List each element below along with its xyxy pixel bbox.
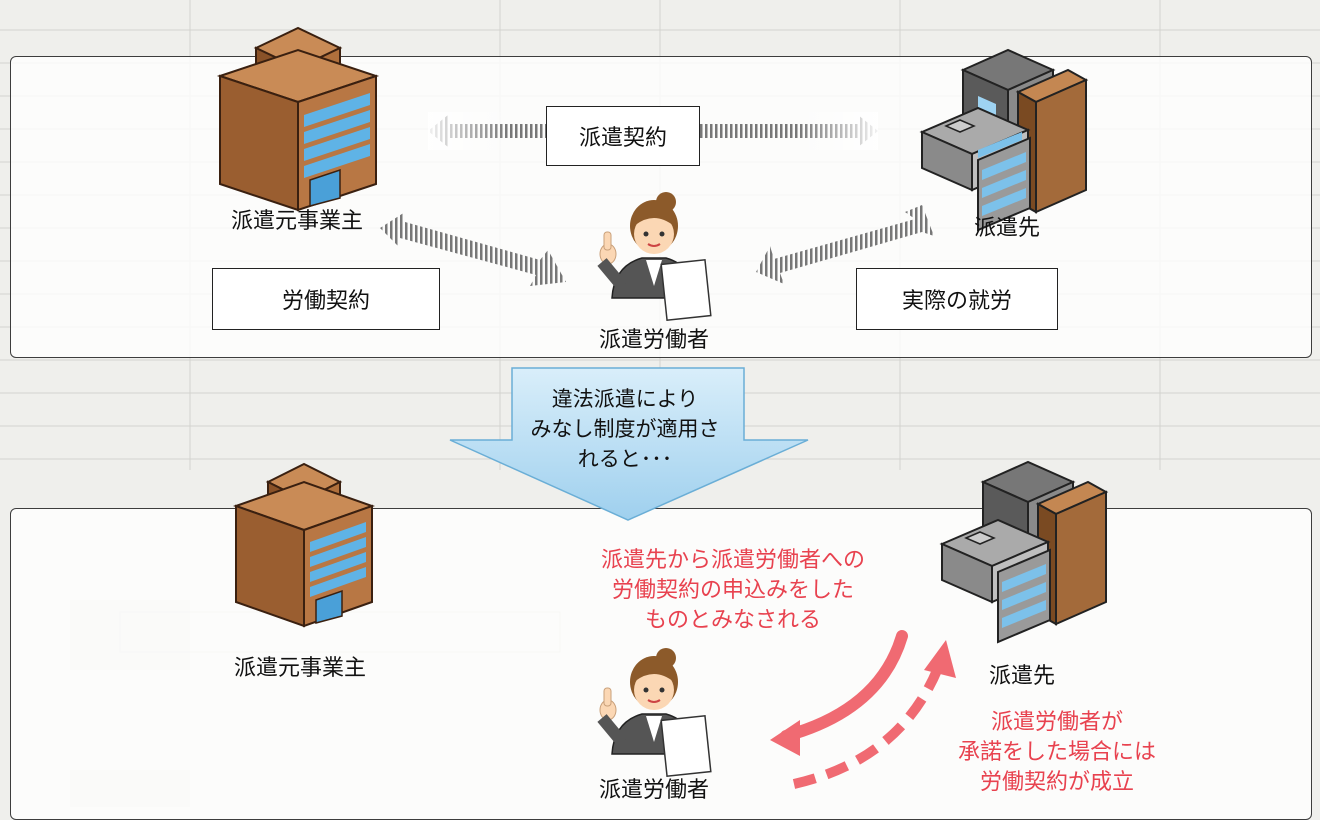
offer-line-3: ものとみなされる <box>644 608 822 633</box>
office-building-icon <box>232 462 376 628</box>
actual-work-arrow <box>756 205 934 284</box>
haken-moto-label-bottom: 派遣元事業主 <box>233 656 367 681</box>
transition-line-2: みなし制度が適用さ <box>530 417 720 441</box>
hakensaki-label-bottom: 派遣先 <box>988 664 1056 689</box>
acceptance-text: 派遣労働者が 承諾をした場合には 労働契約が成立 <box>958 708 1156 798</box>
acceptance-line-3: 労働契約が成立 <box>979 770 1135 795</box>
worker-icon <box>597 192 712 321</box>
worker-icon <box>597 648 712 777</box>
offer-line-2: 労働契約の申込みをした <box>611 578 855 603</box>
dispatch-contract-label: 派遣契約 <box>546 106 700 166</box>
worker-label-top: 派遣労働者 <box>598 328 710 353</box>
transition-line-1: 違法派遣により <box>551 387 699 411</box>
offer-arrow <box>770 630 908 756</box>
actual-work-label: 実際の就労 <box>856 268 1058 330</box>
acceptance-line-2: 承諾をした場合には <box>957 740 1157 765</box>
haken-moto-label-top: 派遣元事業主 <box>230 209 364 234</box>
building-complex-icon <box>939 460 1109 644</box>
acceptance-arrow <box>792 640 956 789</box>
offer-text: 派遣先から派遣労働者への 労働契約の申込みをした ものとみなされる <box>601 546 865 636</box>
hakensaki-label-top: 派遣先 <box>973 216 1041 241</box>
acceptance-line-1: 派遣労働者が <box>990 710 1124 735</box>
labor-contract-label: 労働契約 <box>212 268 440 330</box>
worker-label-bottom: 派遣労働者 <box>598 778 710 803</box>
labor-contract-arrow <box>380 212 566 286</box>
office-building-icon <box>216 26 380 212</box>
building-complex-icon <box>919 48 1089 232</box>
transition-text: 違法派遣により みなし制度が適用さ れると･･･ <box>505 384 745 474</box>
offer-line-1: 派遣先から派遣労働者への <box>600 548 866 573</box>
transition-line-3: れると･･･ <box>577 447 673 471</box>
